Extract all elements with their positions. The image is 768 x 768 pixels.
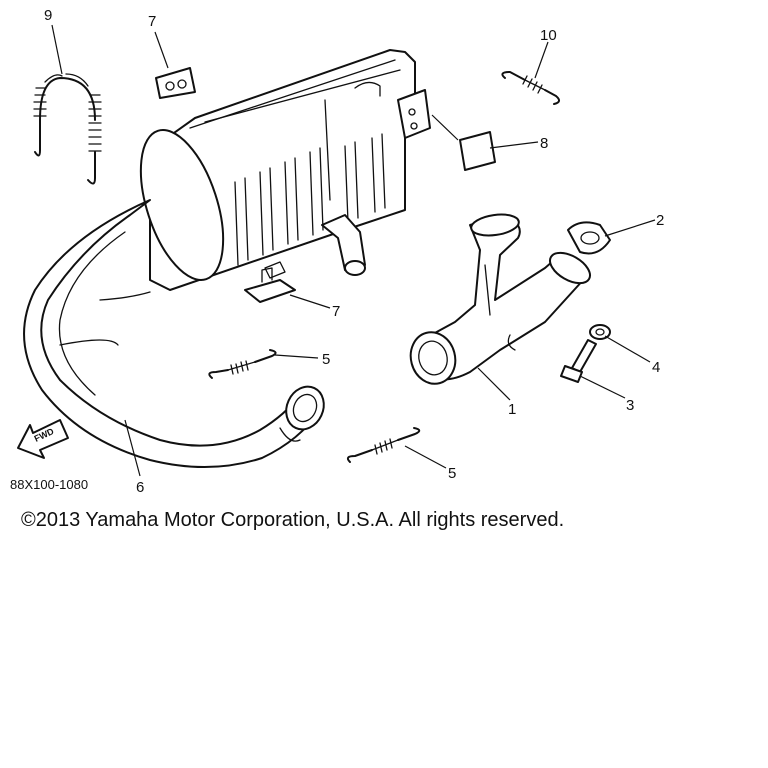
callout-3: 3 [626, 397, 634, 414]
callout-7-top: 7 [148, 13, 156, 30]
diagram-code: 88X100-1080 [10, 477, 88, 492]
copyright-notice: ©2013 Yamaha Motor Corporation, U.S.A. A… [21, 509, 565, 531]
callout-5-mid: 5 [322, 351, 330, 368]
spring-low [346, 427, 421, 463]
spring-top [501, 71, 560, 105]
gasket [567, 221, 611, 255]
callout-5-low: 5 [448, 465, 456, 482]
damper [459, 131, 496, 171]
exhaust-pipe [409, 213, 591, 385]
bolt [560, 339, 597, 383]
bracket-lower [244, 267, 296, 303]
spring-mid [208, 349, 277, 379]
callout-9: 9 [44, 7, 52, 24]
callout-2: 2 [656, 212, 664, 229]
leader-lines [51, 24, 656, 477]
callout-6: 6 [136, 479, 144, 496]
bracket-top [155, 67, 196, 99]
callout-10: 10 [540, 27, 557, 44]
washer [589, 324, 611, 340]
callout-4: 4 [652, 359, 660, 376]
callout-8: 8 [540, 135, 548, 152]
callout-7-lower: 7 [332, 303, 340, 320]
muffler-body [139, 49, 431, 291]
spring-long [33, 73, 102, 185]
callout-1: 1 [508, 401, 516, 418]
muffler-inlet-pipe [23, 199, 325, 469]
forward-arrow-icon: FWD [17, 419, 69, 459]
